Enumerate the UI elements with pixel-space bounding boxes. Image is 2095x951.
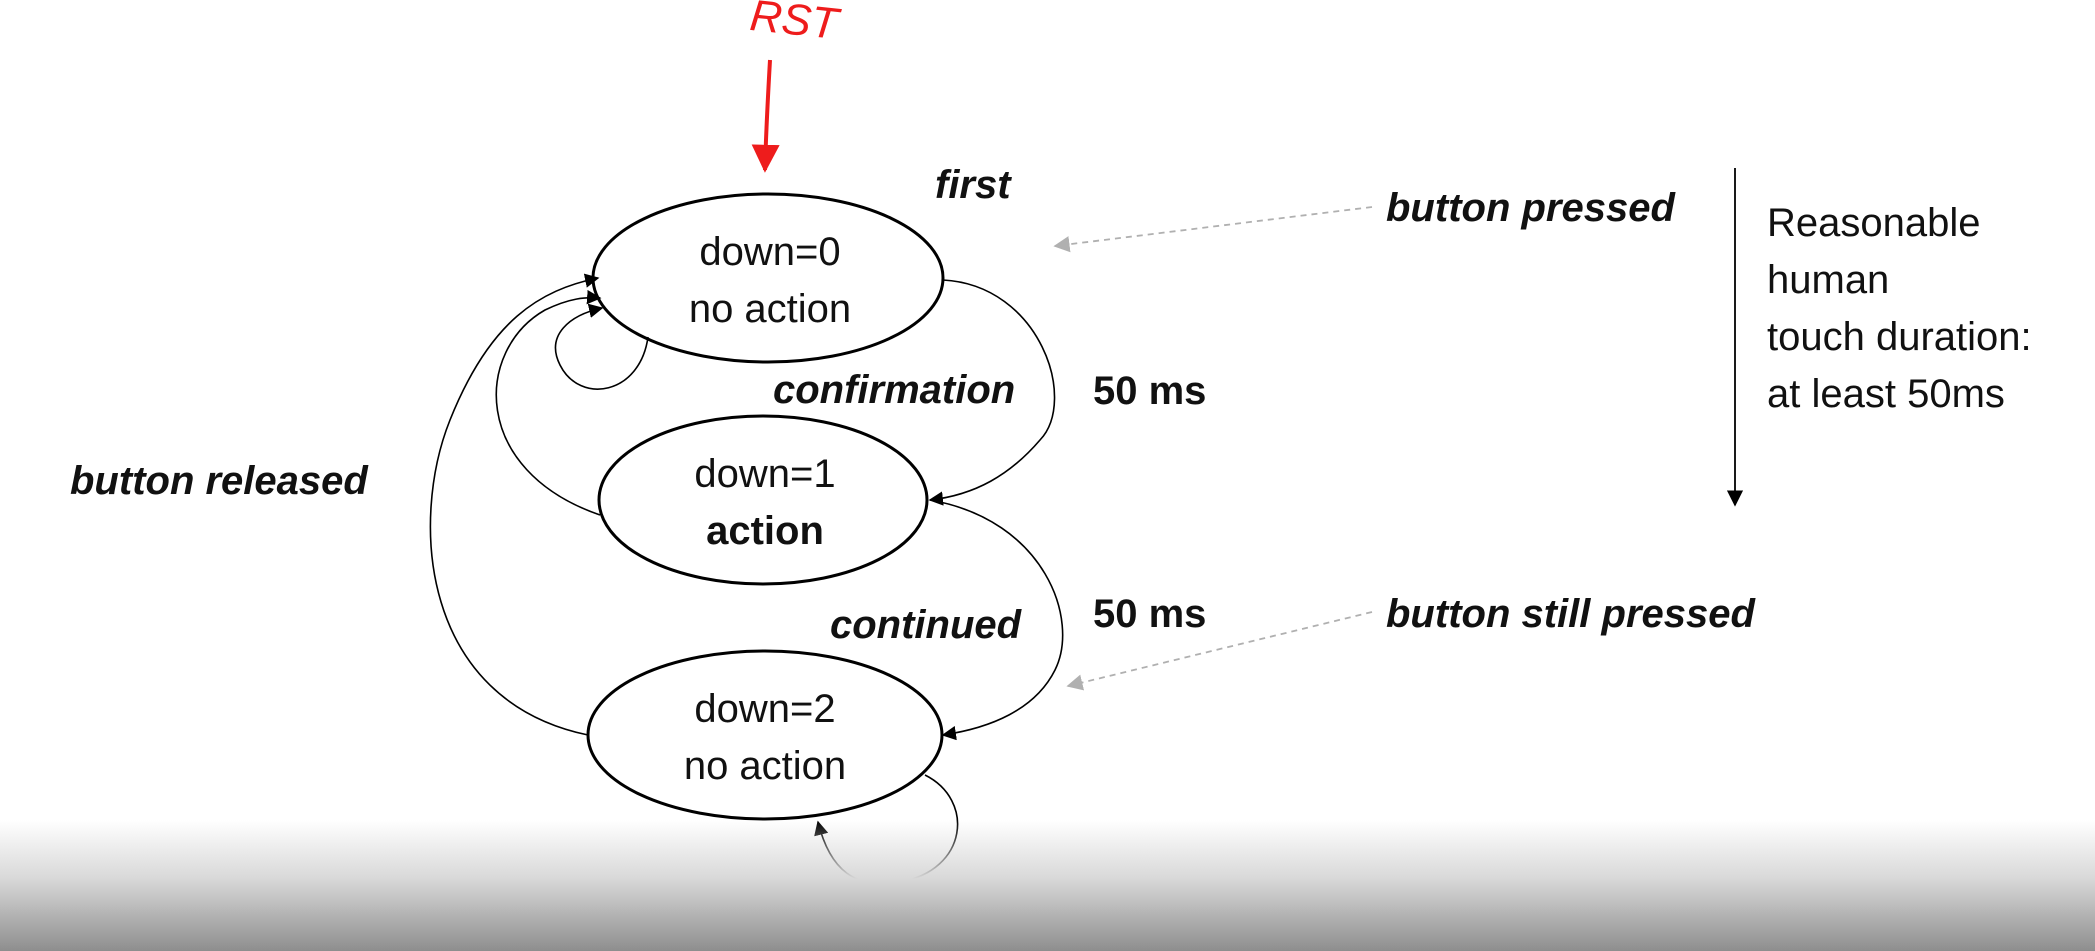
label-confirmation: confirmation (773, 368, 1015, 412)
label-first: first (935, 163, 1012, 207)
state-1-line2: action (706, 509, 824, 553)
event-button-still-pressed: button still pressed (1386, 592, 1756, 636)
pointer-button-pressed (1053, 206, 1373, 253)
label-delay-1: 50 ms (1093, 369, 1206, 413)
state-down-2 (586, 649, 944, 821)
transition-s0-s1 (928, 279, 1056, 506)
transition-s1-s0 (495, 289, 602, 516)
note-line-4: at least 50ms (1767, 372, 2005, 416)
rst-arrow (751, 59, 780, 173)
rst-annotation: RST (748, 0, 844, 49)
event-button-pressed: button pressed (1386, 186, 1676, 230)
label-button-released: button released (70, 459, 369, 503)
state-down-0 (591, 192, 945, 364)
note-line-1: Reasonable (1767, 201, 1981, 245)
state-0-line1: down=0 (699, 230, 840, 274)
pointer-button-still-pressed (1066, 611, 1373, 691)
label-delay-2: 50 ms (1093, 592, 1206, 636)
state-1-line1: down=1 (694, 452, 835, 496)
note-line-2: human (1767, 258, 1889, 302)
transition-s2-s0 (429, 273, 600, 736)
transition-s1-s2 (929, 499, 1064, 741)
state-down-1 (597, 414, 929, 586)
state-2-line2: no action (684, 744, 846, 788)
note-line-3: touch duration: (1767, 315, 2032, 359)
self-loop-s0 (554, 303, 649, 390)
label-continued: continued (830, 603, 1023, 647)
bottom-fade (0, 820, 2095, 951)
state-2-line1: down=2 (694, 687, 835, 731)
state-0-line2: no action (689, 287, 851, 331)
